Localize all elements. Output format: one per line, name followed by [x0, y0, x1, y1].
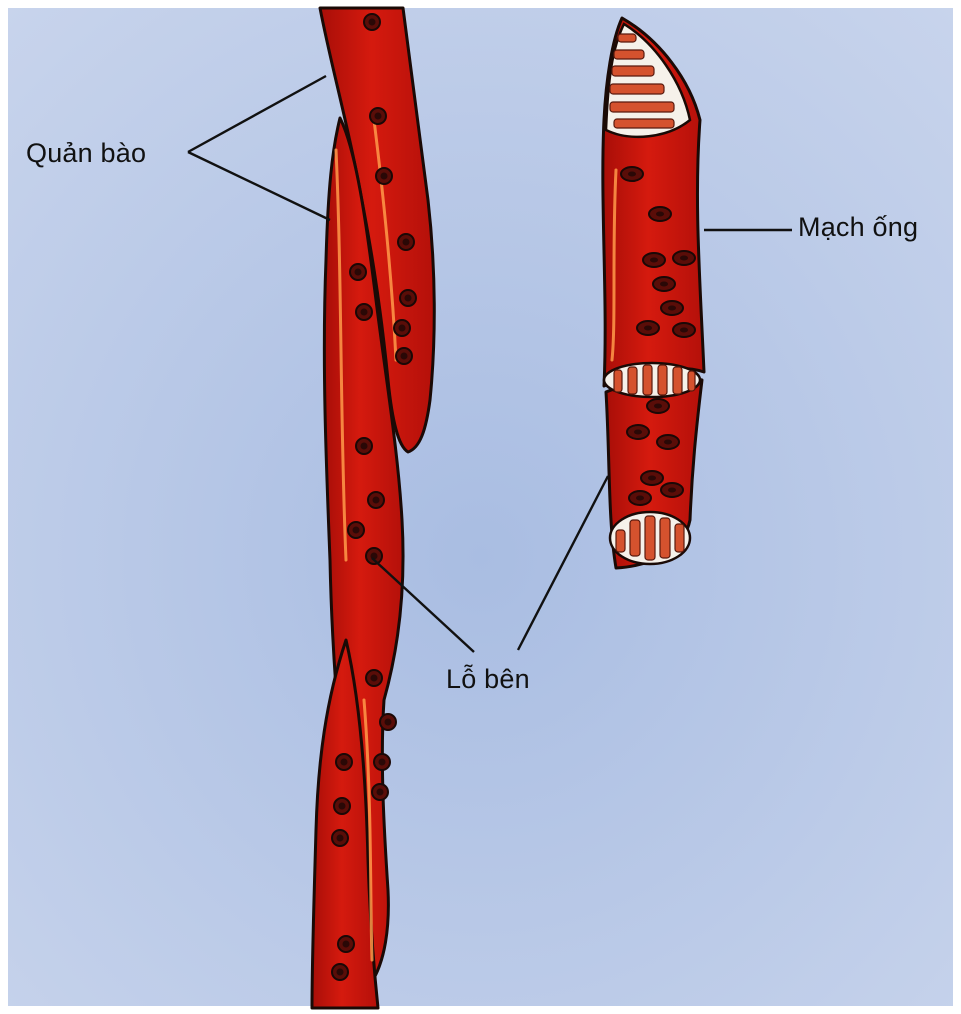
label-tracheids: Quản bào: [26, 138, 146, 169]
vessel-element: [603, 18, 704, 568]
background-panel: [8, 8, 953, 1006]
label-pits: Lỗ bên: [446, 664, 530, 695]
label-vessel: Mạch ống: [798, 212, 918, 243]
